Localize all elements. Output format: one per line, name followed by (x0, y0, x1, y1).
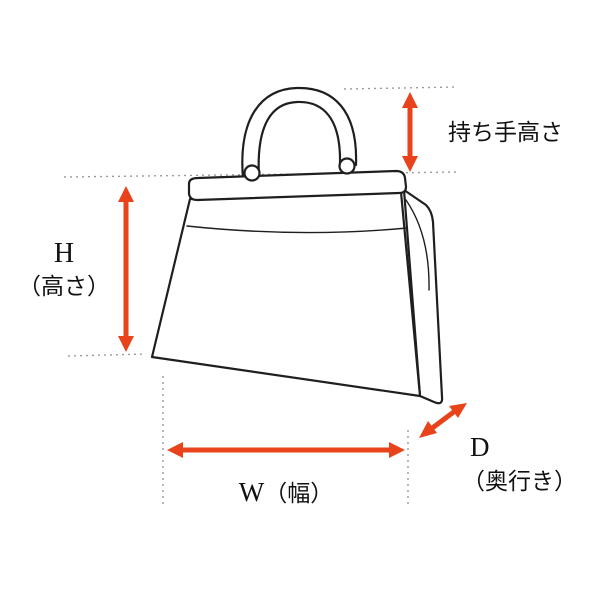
arrow-head-lower-left (419, 421, 437, 438)
depth-name-label: （奥行き） (462, 468, 577, 494)
arrow-line (429, 409, 457, 431)
guide-line-handle-top (343, 86, 457, 90)
depth-letter-label: D (470, 432, 490, 462)
guide-lines (63, 86, 459, 506)
width-label: W（幅） (239, 477, 333, 507)
height-name-label: （高さ） (18, 273, 110, 299)
arrow-head-down (402, 156, 418, 172)
height-letter-label: H (54, 238, 74, 269)
arrow-head-left (167, 442, 183, 458)
bag-side-gusset (402, 188, 444, 405)
bag-handle-ring-left (243, 164, 261, 182)
bag-flap-seam (186, 225, 408, 234)
depth-arrow (419, 403, 467, 438)
arrow-head-right (389, 442, 405, 458)
height-arrow (118, 186, 134, 352)
guide-line-bag-bottom-left (67, 353, 147, 357)
bag-handle-inner (257, 100, 342, 180)
width-letter-label: W (239, 477, 265, 507)
dimension-labels: 持ち手高さ H （高さ） W（幅） D （奥行き） (18, 119, 577, 507)
arrow-head-up (402, 92, 418, 108)
bag-front-panel (150, 190, 422, 398)
arrow-head-down (118, 336, 134, 352)
arrow-head-upper-right (449, 403, 467, 418)
arrow-head-up (118, 186, 134, 202)
bag-handle-outer (241, 86, 358, 181)
bag-illustration (150, 86, 444, 405)
bag-handle-ring-right (338, 157, 356, 175)
bag-top-frame (187, 169, 408, 202)
handle-height-label: 持ち手高さ (448, 119, 563, 145)
width-arrow (167, 442, 405, 458)
bag-gusset-crease (405, 199, 430, 291)
handle-height-arrow (402, 92, 418, 172)
width-name-label: （幅） (264, 480, 333, 506)
